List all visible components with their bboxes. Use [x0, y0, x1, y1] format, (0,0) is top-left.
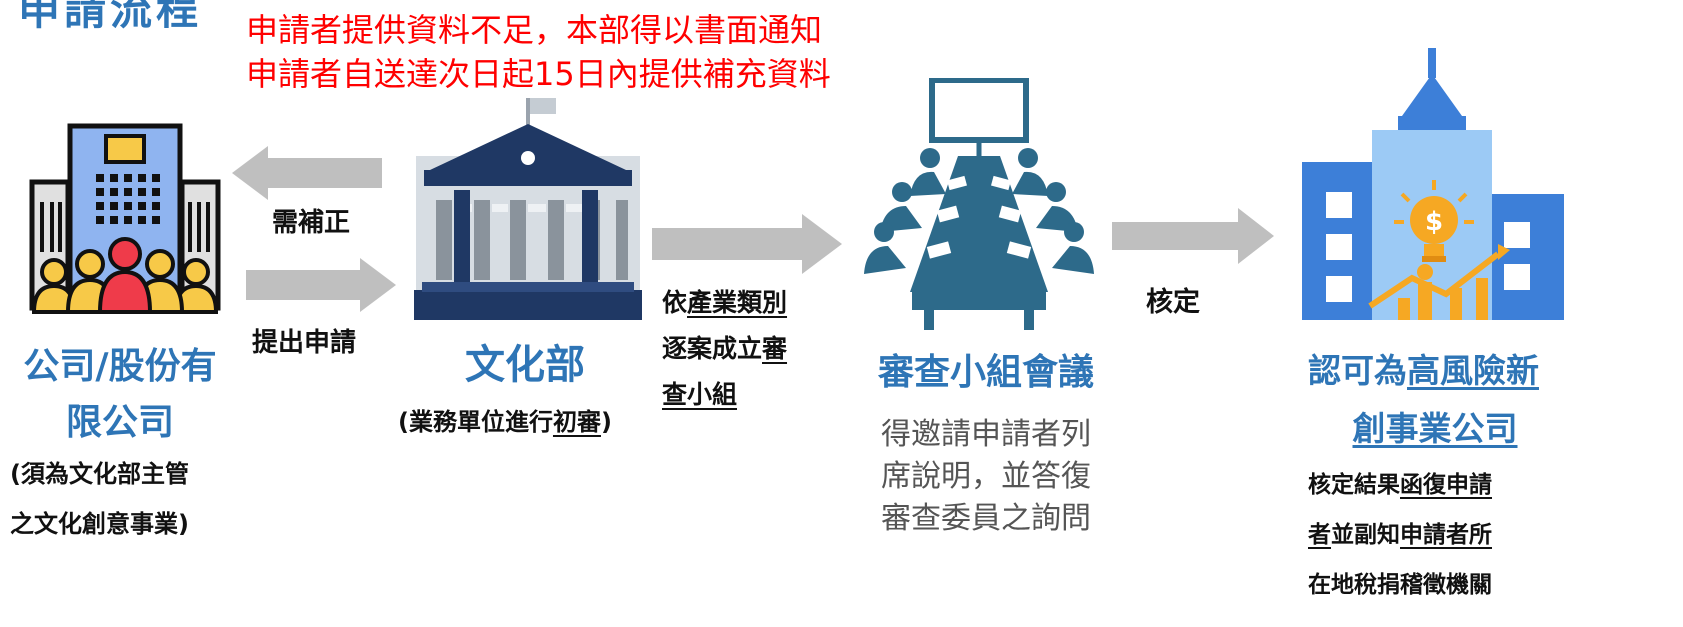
- forward-arrow-label: 提出申請: [252, 328, 357, 358]
- forward-arrow: [246, 258, 396, 316]
- ministry-name: 文化部: [465, 342, 585, 388]
- to-result-arrow: [1112, 208, 1274, 268]
- result-name-1-b: 高風險新: [1407, 351, 1539, 390]
- page-title: 申請流程: [18, 0, 203, 34]
- result-note-2-c: 申請者所: [1400, 522, 1492, 548]
- ministry-note-prefix: (業務單位進行: [398, 408, 553, 436]
- review-desc-line-1: 得邀請申請者列: [881, 417, 1091, 452]
- review-desc-line-2: 席說明，並答復: [881, 459, 1091, 494]
- notice-line-2: 申請者自送達次日起15日內提供補充資料: [246, 55, 831, 93]
- review-desc: 得邀請申請者列 席說明，並答復 審查委員之詢問: [836, 414, 1136, 540]
- result-note-line-2: 者並副知申請者所: [1308, 510, 1492, 560]
- result-note-2-b: 並副知: [1331, 522, 1400, 548]
- result-name-line-2: 創事業公司: [1352, 409, 1518, 448]
- meeting-table-icon: [858, 78, 1098, 332]
- notice-line-1: 申請者提供資料不足，本部得以書面通知: [246, 11, 823, 49]
- back-arrow-label: 需補正: [272, 208, 351, 238]
- formation-line-2-a: 逐案成立: [662, 334, 763, 363]
- company-name-line-1: 公司/股份有: [23, 346, 217, 387]
- ministry-note-suffix: ): [600, 408, 612, 436]
- result-note-1-b: 函復申請: [1400, 472, 1492, 498]
- to-review-arrow: [652, 214, 842, 278]
- result-note-line-1: 核定結果函復申請: [1308, 460, 1492, 510]
- result-note: 核定結果函復申請 者並副知申請者所 在地稅捐稽徵機關: [1308, 460, 1492, 610]
- result-note-1-a: 核定結果: [1308, 472, 1400, 498]
- company-building-icon: [28, 122, 222, 318]
- ministry-building-icon: [410, 94, 646, 326]
- result-note-line-3: 在地稅捐稽徵機關: [1308, 572, 1492, 598]
- ministry-note: (業務單位進行初審): [398, 406, 612, 438]
- review-desc-line-3: 審查委員之詢問: [881, 501, 1091, 536]
- formation-line-1-b: 產業類別: [687, 288, 788, 317]
- result-name-line-1: 認可為高風險新: [1308, 348, 1539, 394]
- notice-text: 申請者提供資料不足，本部得以書面通知 申請者自送達次日起15日內提供補充資料: [246, 8, 831, 96]
- formation-line-1: 依產業類別: [662, 280, 787, 326]
- formation-line-2-b: 審: [762, 334, 788, 363]
- svg-text:$: $: [1425, 207, 1443, 237]
- formation-line-2: 逐案成立審: [662, 326, 787, 372]
- back-arrow: [232, 146, 382, 204]
- result-name-1-a: 認可為: [1308, 351, 1407, 390]
- ministry-note-underlined: 初審: [552, 408, 601, 436]
- company-note-line-2: 之文化創意事業): [10, 510, 189, 538]
- formation-line-1-a: 依: [662, 288, 688, 317]
- company-note-line-1: (須為文化部主管: [10, 460, 189, 488]
- result-note-2-a: 者: [1308, 522, 1331, 548]
- formation-line-3: 查小組: [662, 380, 738, 409]
- review-meeting-name: 審查小組會議: [877, 352, 1094, 393]
- company-name-line-2: 限公司: [65, 402, 174, 443]
- approve-label: 核定: [1146, 287, 1200, 318]
- formation-text: 依產業類別 逐案成立審 查小組: [662, 280, 787, 418]
- startup-building-icon: $: [1300, 44, 1566, 320]
